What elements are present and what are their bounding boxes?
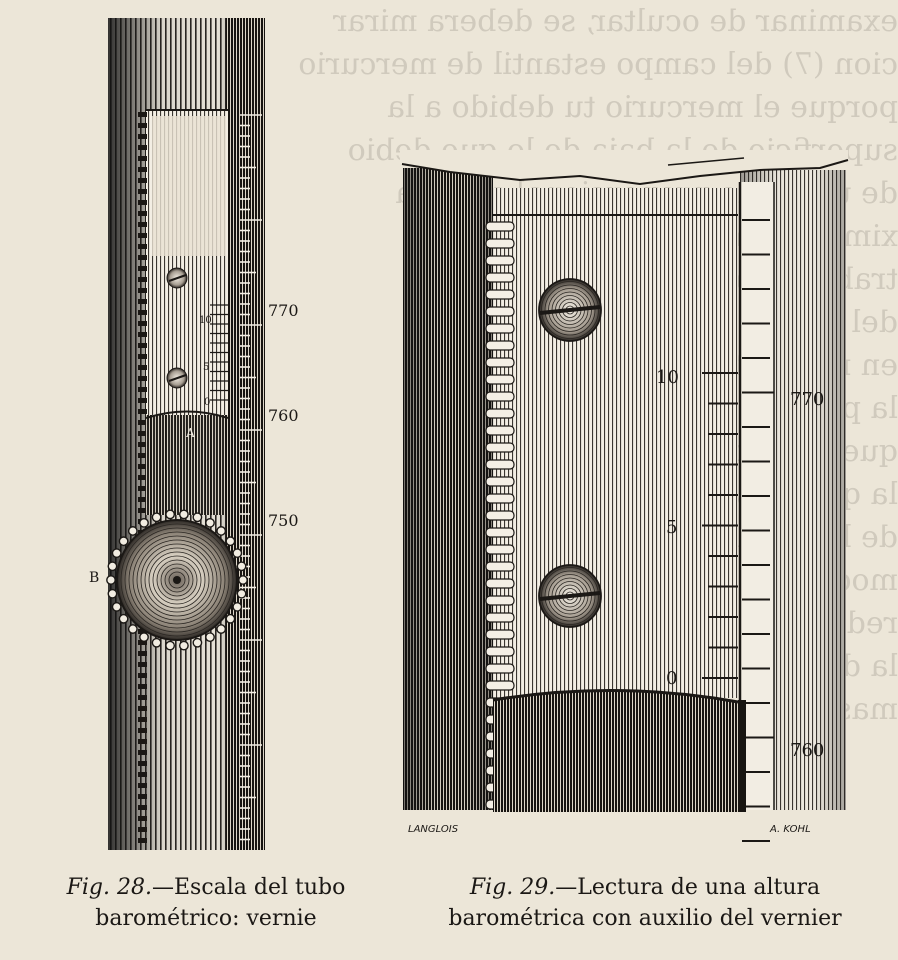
fig28-vernier-label-10: 10 bbox=[199, 315, 212, 326]
fig29-signature-right: A. KOHL bbox=[769, 824, 811, 835]
fig29-vernier-label-5: 5 bbox=[666, 517, 677, 538]
fig28-caption-line2: barométrico: vernie bbox=[95, 906, 317, 931]
fig28-vernier-label-0: 0 bbox=[204, 397, 210, 408]
engraving-plates: 10 5 0 A B 770 760 750 10 5 0 bbox=[89, 18, 849, 850]
fig28-label-b: B bbox=[89, 570, 99, 586]
fig29-caption: Fig. 29.—Lectura de una altura barométri… bbox=[420, 872, 870, 934]
fig28-vernier-label-5: 5 bbox=[203, 362, 209, 373]
fig28-scale-label-750: 750 bbox=[268, 511, 299, 530]
fig28-caption-number: Fig. 28. bbox=[66, 875, 152, 900]
fig28-scale-label-770: 770 bbox=[268, 301, 299, 320]
fig28-scale-engraving bbox=[106, 18, 265, 850]
fig29-vernier-engraving bbox=[400, 150, 849, 842]
fig29-vernier-label-10: 10 bbox=[656, 367, 679, 388]
fig29-caption-title: —Lectura de una altura bbox=[555, 875, 821, 900]
fig28-label-a: A bbox=[185, 426, 195, 440]
fig29-vernier-label-0: 0 bbox=[666, 668, 677, 689]
fig29-signature-left: LANGLOIS bbox=[408, 824, 459, 835]
fig29-scale-label-760: 760 bbox=[790, 740, 824, 761]
fig29-caption-number: Fig. 29. bbox=[469, 875, 556, 900]
fig28-caption: Fig. 28.—Escala del tubo barométrico: ve… bbox=[36, 872, 376, 934]
fig28-caption-title: —Escala del tubo bbox=[151, 875, 346, 900]
fig29-caption-line2: barométrica con auxilio del vernier bbox=[448, 906, 842, 931]
fig28-scale-label-760: 760 bbox=[268, 406, 299, 425]
fig29-scale-label-770: 770 bbox=[790, 389, 824, 410]
